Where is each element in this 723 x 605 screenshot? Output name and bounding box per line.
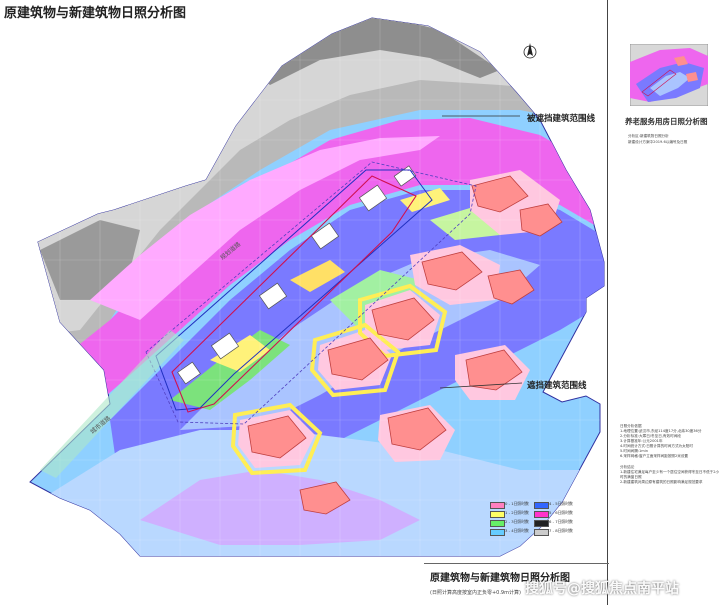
note-line: 日照分析依据 xyxy=(620,424,642,428)
sunlight-analysis-map xyxy=(29,17,605,557)
legend-swatch xyxy=(534,511,549,518)
note-line: 2.新建建筑对周边原有建筑的日照影响满足规范要求 xyxy=(620,480,703,484)
thumbnail-note: 新建设计方案中2019.6以编号及日照 xyxy=(628,140,688,144)
legend-item: 4 - 5日照时数 xyxy=(534,501,573,509)
legend-swatch xyxy=(490,511,505,518)
legend-label: 6 - 7日照时数 xyxy=(549,519,573,524)
shading-building-range-line xyxy=(145,161,477,425)
legend-label: 3 - 4日照时数 xyxy=(505,528,529,533)
road xyxy=(40,330,184,478)
legend-item: 3 - 4日照时数 xyxy=(490,528,529,536)
legend-label: 1 - 2日照时数 xyxy=(505,510,529,515)
note-line: 5.时间间隔:1min xyxy=(620,449,649,453)
legend-swatch xyxy=(534,529,549,536)
project-site-line xyxy=(171,175,417,413)
shaded-building-range-line xyxy=(155,169,433,411)
legend-item: 2 - 3日照时数 xyxy=(490,519,529,527)
legend-label: 5 - 6日照时数 xyxy=(549,510,573,515)
legend-swatch xyxy=(490,502,505,509)
legend: 0 - 1日照时数 1 - 2日照时数 2 - 3日照时数 3 - 4日照时数 … xyxy=(490,501,574,552)
shading-range-label: 遮挡建筑范围线 xyxy=(527,381,587,391)
legend-item: 7 - 8日照时数 xyxy=(534,528,573,536)
legend-item: 1 - 2日照时数 xyxy=(490,510,529,518)
note-line: 1.地理位置:武汉市,东经114度17分,北纬30度36分 xyxy=(620,429,702,433)
note-line: 3.计算基准年:公元2001年 xyxy=(620,439,663,443)
note-line: 6.采样网格:窗户立面采样间距按照2米设置 xyxy=(620,454,689,458)
legend-label: 4 - 5日照时数 xyxy=(549,501,573,506)
legend-label: 7 - 8日照时数 xyxy=(549,528,573,533)
note-line: 2.分析标准:大寒日/冬至日,有效时间段 xyxy=(620,434,681,438)
new-buildings xyxy=(177,165,417,385)
north-arrow-icon xyxy=(523,43,537,59)
note-line: 分析结论 xyxy=(620,465,635,469)
bottom-subtitle: (日照计算高度按室内正负零+0.9m计算) xyxy=(430,590,521,596)
note-line: 1.新建住宅满足每户至少有一个居住空间获得冬至日不低于2小时的满窗日照 xyxy=(620,470,720,479)
bottom-title-block: 原建筑物与新建筑物日照分析图 (日照计算高度按室内正负零+0.9m计算) xyxy=(424,563,609,604)
watermark: 搜狐号@搜狐焦点南平站 xyxy=(525,581,679,597)
legend-label: 0 - 1日照时数 xyxy=(505,501,529,506)
legend-swatch xyxy=(490,529,505,536)
legend-item: 5 - 6日照时数 xyxy=(534,510,573,518)
legend-label: 2 - 3日照时数 xyxy=(505,519,529,524)
legend-item: 0 - 1日照时数 xyxy=(490,501,529,509)
leader-line-shading xyxy=(439,382,523,389)
note-line: 4.时间统计方式:日照计算的时间方式为太阳时 xyxy=(620,444,693,448)
title-panel: 养老服务用房日照分析图 分析区:新建筑物日照分析 新建设计方案中2019.6以编… xyxy=(607,0,723,605)
legend-swatch xyxy=(534,502,549,509)
thumbnail-title: 养老服务用房日照分析图 xyxy=(625,117,708,126)
legend-item: 6 - 7日照时数 xyxy=(534,519,573,527)
existing-buildings xyxy=(247,175,563,515)
thumbnail-note: 分析区:新建筑物日照分析 xyxy=(628,134,669,138)
thumbnail-map xyxy=(630,44,708,106)
page-title: 原建筑物与新建筑物日照分析图 xyxy=(4,6,187,21)
shaded-range-label: 被遮挡建筑范围线 xyxy=(527,114,596,124)
legend-swatch xyxy=(534,520,549,527)
legend-swatch xyxy=(490,520,505,527)
analysis-notes: 日照分析依据 1.地理位置:武汉市,东经114度17分,北纬30度36分 2.分… xyxy=(620,424,720,485)
bottom-title: 原建筑物与新建筑物日照分析图 xyxy=(430,573,570,584)
